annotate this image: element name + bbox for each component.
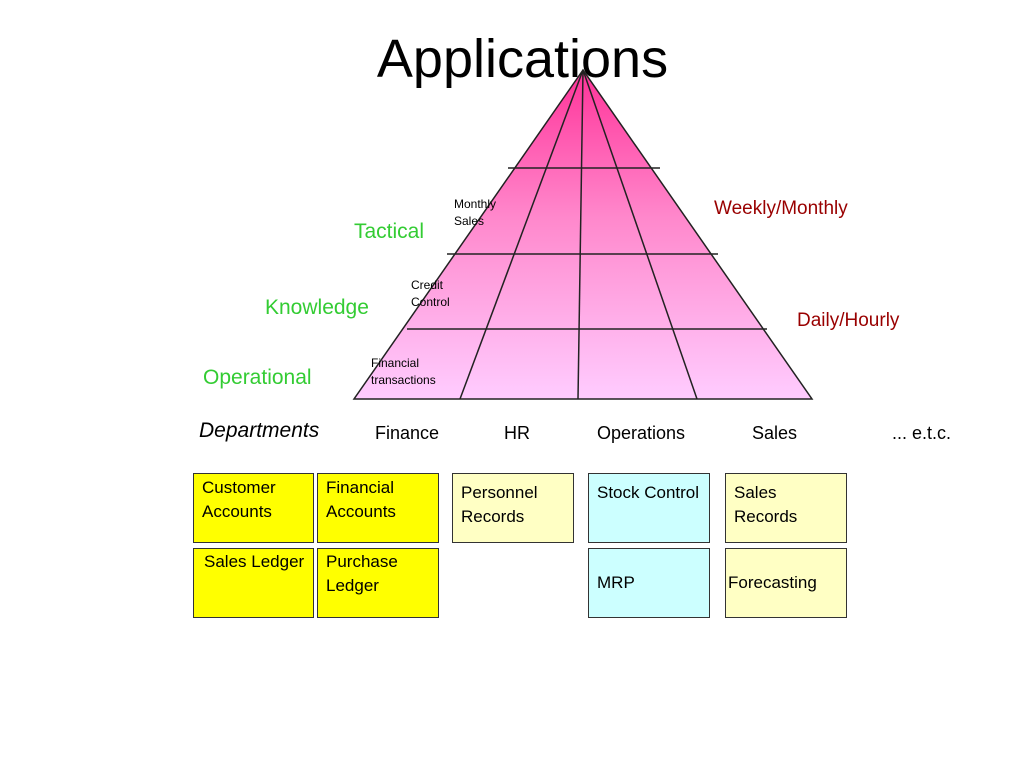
page-title: Applications bbox=[376, 29, 669, 89]
sales-records-box: Sales Records bbox=[725, 473, 847, 543]
financial-accounts-box: Financial Accounts bbox=[317, 473, 439, 543]
department-etc: ... e.t.c. bbox=[892, 423, 952, 443]
department-sales: Sales bbox=[752, 423, 798, 443]
forecasting-box: Forecasting bbox=[725, 548, 847, 618]
credit-control-note: Credit Control bbox=[411, 278, 450, 309]
customer-accounts-box: Customer Accounts bbox=[193, 473, 314, 543]
daily-hourly-label: Daily/Hourly bbox=[797, 310, 900, 331]
tactical-label: Tactical bbox=[354, 220, 425, 243]
departments-heading: Departments bbox=[199, 419, 320, 442]
operational-label: Operational bbox=[203, 366, 312, 389]
pyramid-department-lines bbox=[459, 69, 698, 400]
pyramid-tier-lines bbox=[407, 167, 767, 330]
monthly-sales-note: Monthly Sales bbox=[454, 197, 497, 228]
knowledge-label: Knowledge bbox=[265, 296, 369, 319]
sales-ledger-box: Sales Ledger bbox=[193, 548, 314, 618]
department-operations: Operations bbox=[597, 423, 686, 443]
financial-transactions-note: Financial transactions bbox=[371, 356, 436, 387]
department-hr: HR bbox=[504, 423, 530, 443]
weekly-monthly-label: Weekly/Monthly bbox=[714, 198, 848, 219]
purchase-ledger-box: Purchase Ledger bbox=[317, 548, 439, 618]
pyramid-shape bbox=[352, 68, 814, 400]
stock-control-box: Stock Control bbox=[588, 473, 710, 543]
mrp-box: MRP bbox=[588, 548, 710, 618]
personnel-records-box: Personnel Records bbox=[452, 473, 574, 543]
department-finance: Finance bbox=[375, 423, 440, 443]
